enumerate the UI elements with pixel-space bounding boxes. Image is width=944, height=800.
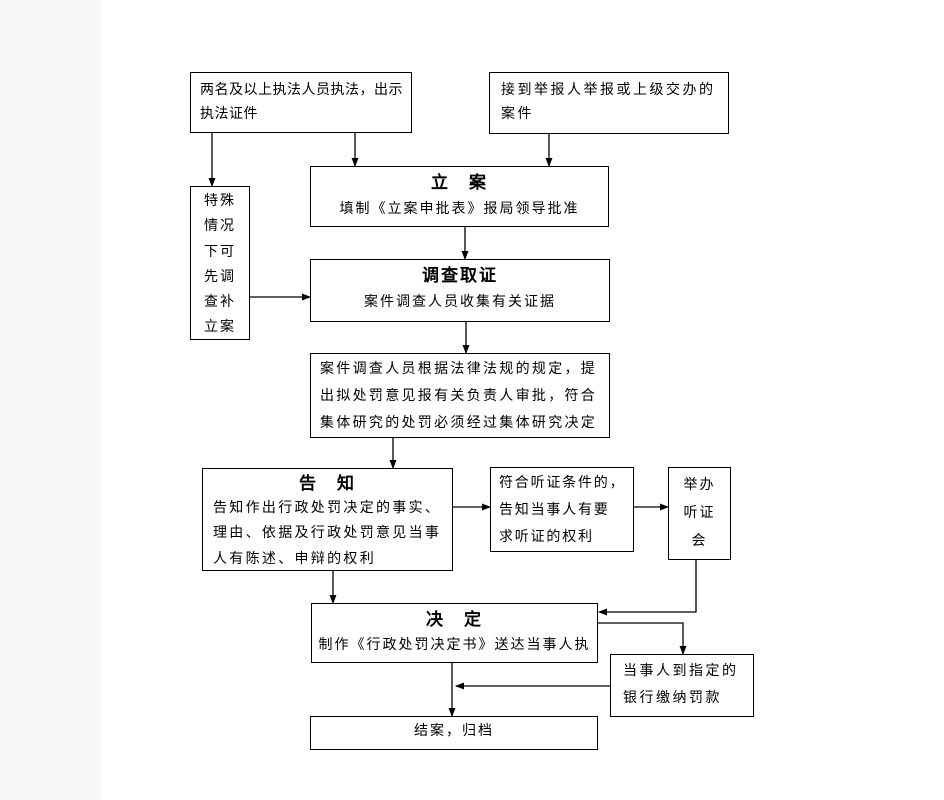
box-report-received: 接到举报人举报或上级交办的 案件	[489, 72, 729, 134]
box-fine-payment-text: 当事人到指定的 银行缴纳罚款	[623, 664, 739, 706]
box-investigation-subtitle: 案件调查人员收集有关证据	[364, 295, 556, 310]
box-decision-subtitle: 制作《行政处罚决定书》送达当事人执	[318, 638, 591, 653]
box-law-enforcement: 两名及以上执法人员执法，出示 执法证件	[190, 72, 412, 133]
box-notification-text: 告知作出行政处罚决定的事实、 理由、依据及行政处罚意见当事 人有陈述、申辩的权利	[213, 501, 442, 567]
box-hearing-eligibility-text: 符合听证条件的， 告知当事人有要 求听证的权利	[499, 476, 626, 545]
box-decision-title: 决 定	[426, 610, 483, 629]
box-hold-hearing: 举办 听证 会	[668, 467, 731, 560]
box-investigation: 调查取证 案件调查人员收集有关证据	[310, 259, 610, 322]
box-case-filing-title: 立 案	[431, 173, 488, 192]
box-hold-hearing-text: 举办 听证 会	[683, 478, 716, 549]
box-fine-payment: 当事人到指定的 银行缴纳罚款	[610, 654, 754, 717]
box-penalty-review-text: 案件调查人员根据法律法规的规定，提 出拟处罚意见报有关负责人审批，符合 集体研究…	[320, 362, 598, 431]
connector-decision-to-payment-arrow	[598, 622, 687, 655]
box-hearing-eligibility: 符合听证条件的， 告知当事人有要 求听证的权利	[490, 467, 634, 552]
box-special-case-text: 特殊 情况 下可 先调 查补 立案	[204, 194, 236, 336]
box-investigation-title: 调查取证	[422, 266, 498, 285]
box-case-closed-text: 结案，归档	[414, 724, 494, 739]
box-penalty-review: 案件调查人员根据法律法规的规定，提 出拟处罚意见报有关负责人审批，符合 集体研究…	[310, 353, 610, 438]
box-case-closed: 结案，归档	[310, 716, 598, 750]
box-notification-title: 告 知	[299, 474, 356, 493]
box-decision: 决 定 制作《行政处罚决定书》送达当事人执	[311, 603, 598, 663]
box-notification: 告 知 告知作出行政处罚决定的事实、 理由、依据及行政处罚意见当事 人有陈述、申…	[202, 468, 453, 571]
connector-hearing-to-decision-arrow	[598, 560, 697, 616]
page-left-margin	[0, 0, 101, 800]
box-law-enforcement-text: 两名及以上执法人员执法，出示 执法证件	[200, 83, 403, 122]
box-special-case: 特殊 情况 下可 先调 查补 立案	[190, 186, 250, 340]
box-case-filing: 立 案 填制《立案申批表》报局领导批准	[310, 166, 609, 227]
box-case-filing-subtitle: 填制《立案申批表》报局领导批准	[339, 202, 580, 217]
box-report-received-text: 接到举报人举报或上级交办的 案件	[501, 83, 716, 122]
